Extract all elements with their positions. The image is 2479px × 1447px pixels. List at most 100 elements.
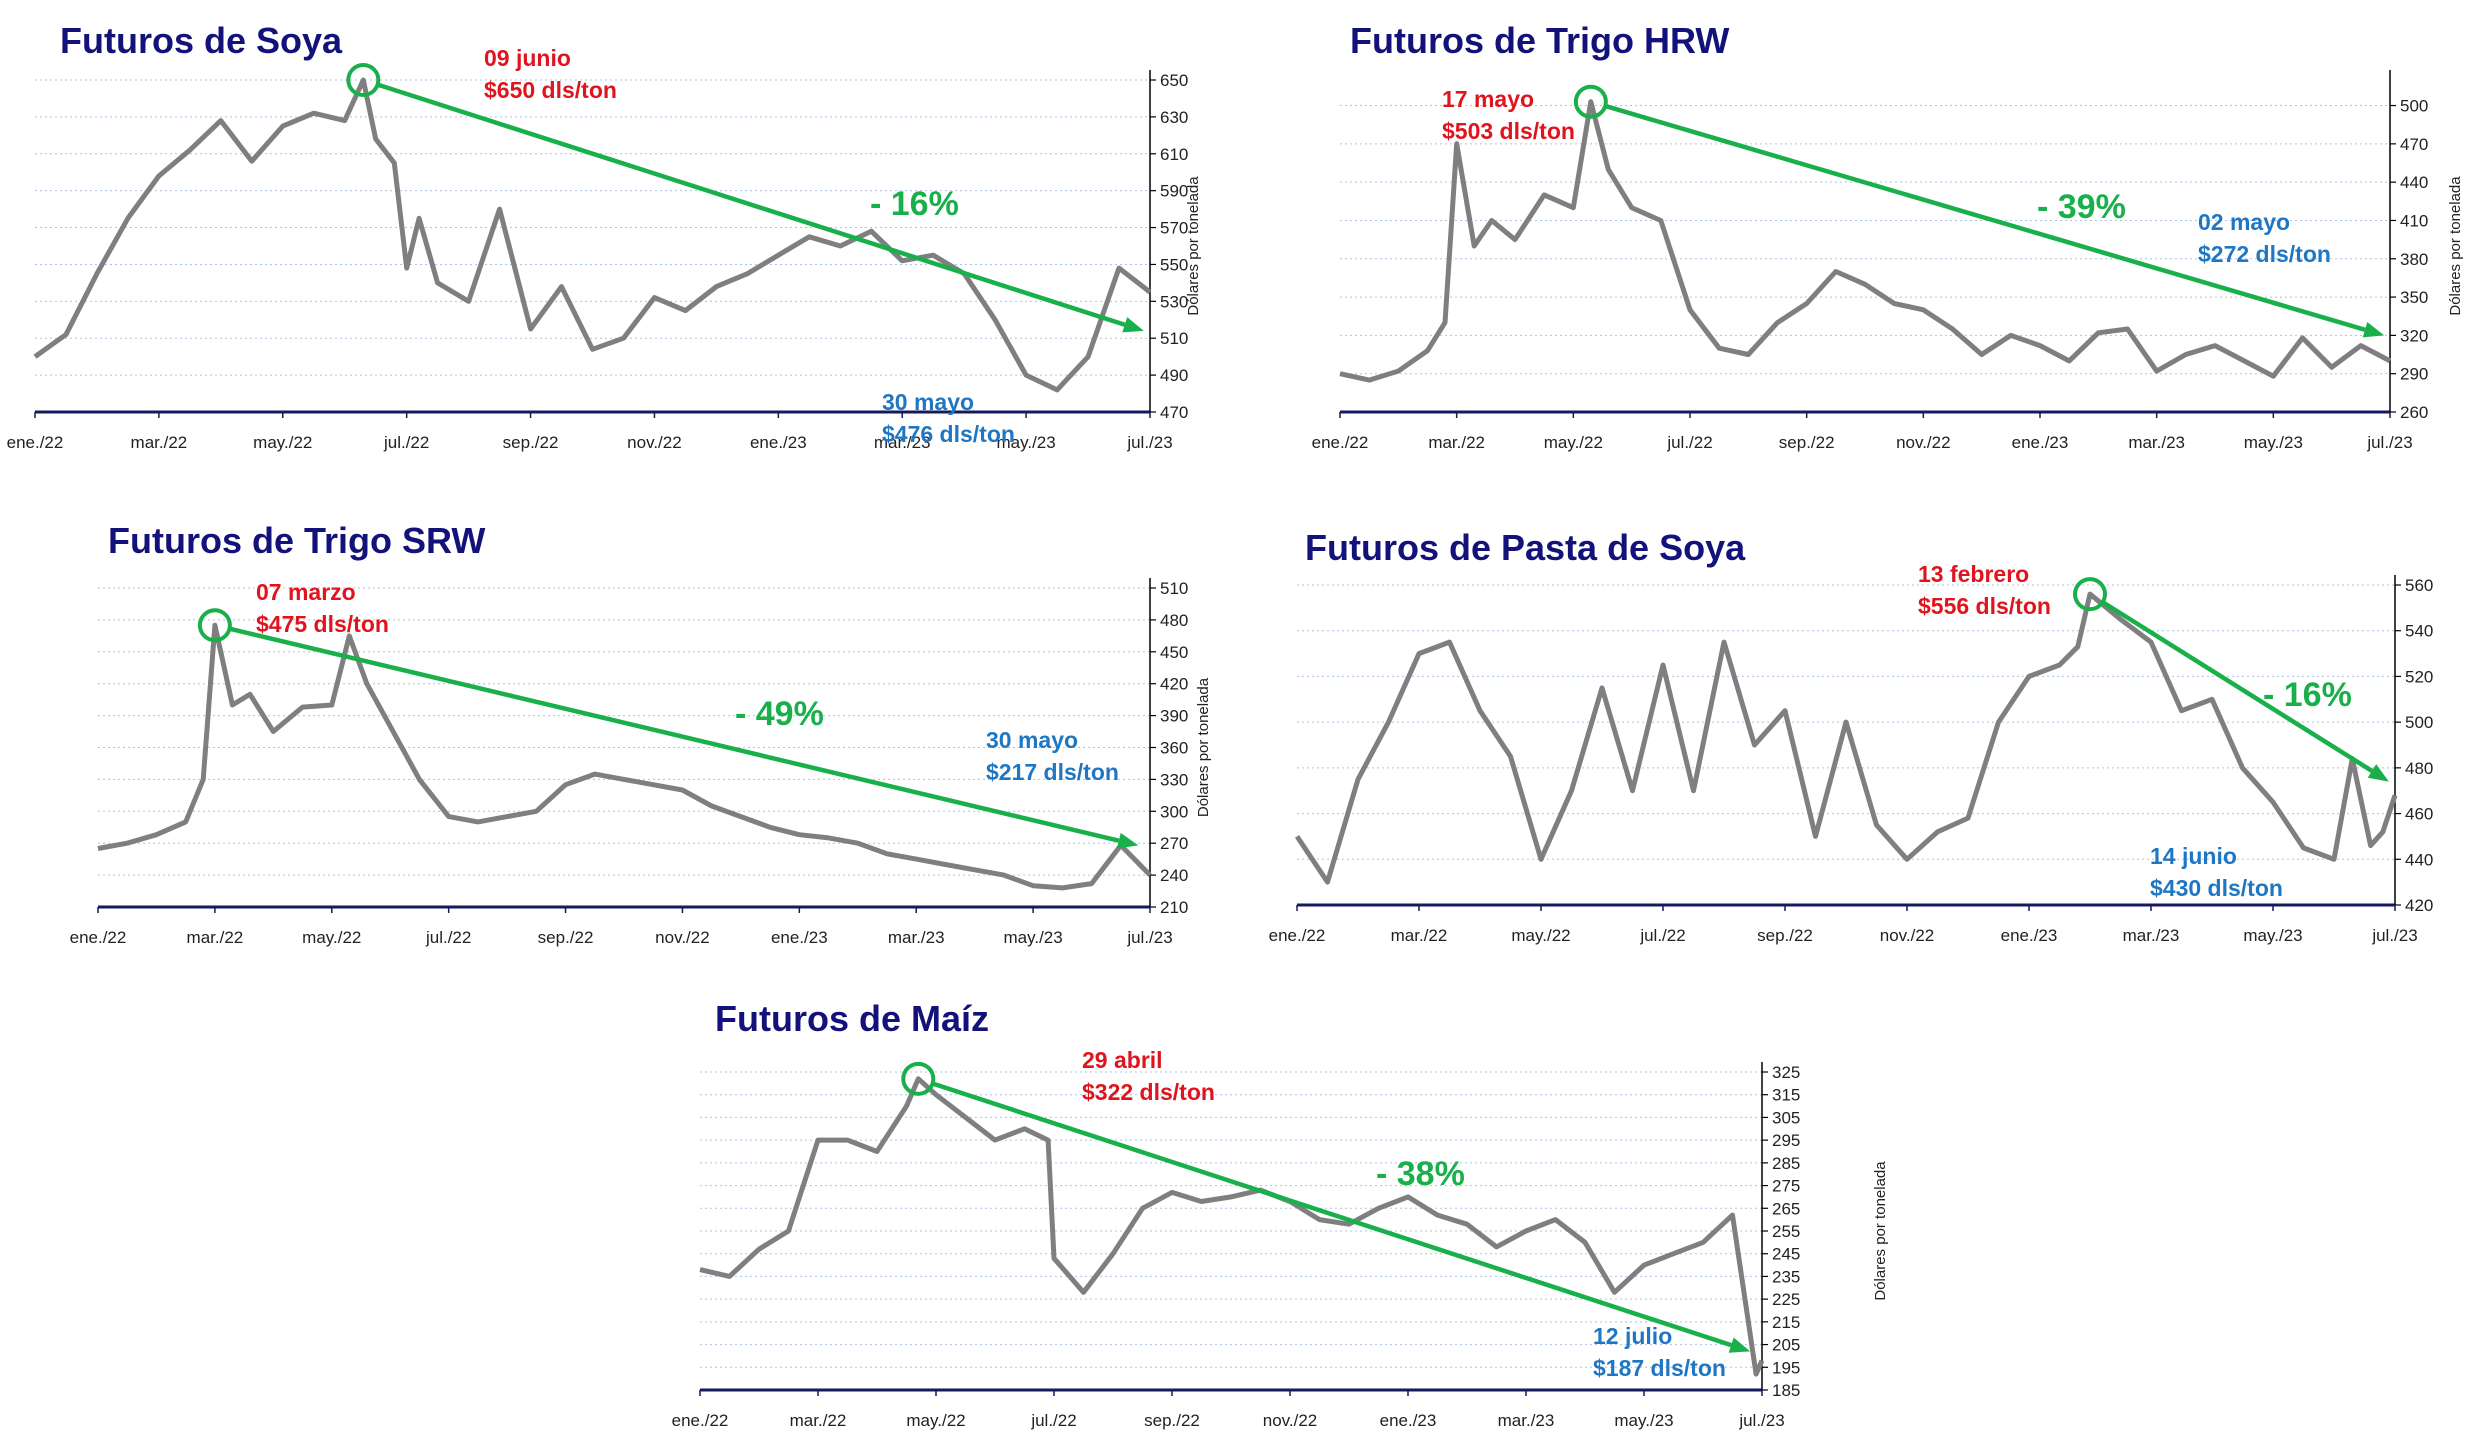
y-tick-label: 290 <box>2400 365 2428 384</box>
x-tick-label: ene./22 <box>7 433 64 452</box>
y-tick-label: 420 <box>1160 675 1188 694</box>
price-series-line <box>1294 591 2398 885</box>
y-tick-label: 380 <box>2400 250 2428 269</box>
x-tick-label: nov./22 <box>655 928 710 947</box>
x-tick-label: nov./22 <box>1896 433 1951 452</box>
y-tick-label: 285 <box>1772 1154 1800 1173</box>
y-tick-label: 510 <box>1160 579 1188 598</box>
y-tick-label: 450 <box>1160 643 1188 662</box>
x-tick-label: jul./22 <box>383 433 429 452</box>
y-tick-label: 315 <box>1772 1086 1800 1105</box>
y-tick-label: 350 <box>2400 288 2428 307</box>
y-tick-label: 245 <box>1772 1245 1800 1264</box>
trend-arrow-head <box>2362 322 2385 338</box>
low-date: 30 mayo <box>882 389 975 415</box>
x-tick-label: ene./22 <box>672 1411 729 1430</box>
x-tick-label: may./22 <box>253 433 312 452</box>
chart-title: Futuros de Pasta de Soya <box>1305 527 1746 568</box>
x-tick-label: may./22 <box>302 928 361 947</box>
peak-date: 07 marzo <box>256 579 356 605</box>
peak-marker <box>197 608 232 643</box>
peak-annotation: 29 abril $322 dls/ton <box>1082 1044 1215 1108</box>
y-tick-label: 510 <box>1160 329 1188 348</box>
x-tick-label: mar./22 <box>131 433 188 452</box>
x-tick-label: jul./23 <box>2371 926 2417 945</box>
peak-date: 29 abril <box>1082 1047 1163 1073</box>
y-tick-label: 460 <box>2405 805 2433 824</box>
y-tick-label: 210 <box>1160 898 1188 917</box>
y-tick-label: 470 <box>2400 135 2428 154</box>
x-tick-label: may./23 <box>2243 926 2302 945</box>
y-tick-label: 240 <box>1160 866 1188 885</box>
chart-maiz-svg: 1851952052152252352452552652752852953053… <box>672 1061 1889 1430</box>
price-series-line <box>699 1076 1765 1377</box>
chart-hrw: 260 290 320 350 380 410 440 470 500 ene./22 mar./2… <box>1260 0 2479 470</box>
x-tick-label: jul./23 <box>1126 928 1172 947</box>
x-tick-label: mar./23 <box>2123 926 2180 945</box>
trend-arrow-head <box>1122 317 1144 333</box>
low-date: 30 mayo <box>986 727 1079 753</box>
x-tick-label: ene./22 <box>70 928 127 947</box>
low-value: $217 dls/ton <box>986 759 1119 785</box>
trend-arrow-head <box>1117 832 1139 849</box>
y-tick-label: 205 <box>1772 1336 1800 1355</box>
y-tick-label: 650 <box>1160 71 1188 90</box>
y-axis-label: Dólares por tonelada <box>1195 677 1212 817</box>
y-tick-label: 540 <box>2405 622 2433 641</box>
y-tick-label: 320 <box>2400 326 2428 345</box>
chart-title: Futuros de Soya <box>60 20 343 61</box>
y-tick-label: 195 <box>1772 1358 1800 1377</box>
x-tick-label: may./23 <box>1004 928 1063 947</box>
trend-arrow-line <box>228 626 1120 843</box>
y-tick-label: 550 <box>1160 255 1188 274</box>
x-tick-label: jul./22 <box>1639 926 1685 945</box>
y-tick-label: 260 <box>2400 403 2428 422</box>
x-tick-label: sep./22 <box>538 928 594 947</box>
x-tick-label: ene./23 <box>750 433 807 452</box>
y-tick-label: 265 <box>1772 1199 1800 1218</box>
peak-annotation: 07 marzo $475 dls/ton <box>256 576 389 640</box>
y-axis-label: Dólares por tonelada <box>1872 1161 1889 1301</box>
peak-value: $556 dls/ton <box>1918 593 2051 619</box>
y-tick-label: 560 <box>2405 576 2433 595</box>
trend-arrow-line <box>2101 600 2374 773</box>
peak-value: $650 dls/ton <box>484 77 617 103</box>
peak-date: 09 junio <box>484 45 571 71</box>
trend-arrow-line <box>376 82 1126 327</box>
y-tick-label: 410 <box>2400 211 2428 230</box>
x-tick-label: mar./22 <box>1391 926 1448 945</box>
y-tick-label: 215 <box>1772 1313 1800 1332</box>
x-tick-label: ene./22 <box>1312 433 1369 452</box>
y-tick-label: 530 <box>1160 292 1188 311</box>
y-tick-label: 440 <box>2400 173 2428 192</box>
peak-value: $322 dls/ton <box>1082 1079 1215 1105</box>
peak-date: 17 mayo <box>1442 86 1535 112</box>
y-tick-label: 500 <box>2400 97 2428 116</box>
y-tick-label: 275 <box>1772 1177 1800 1196</box>
y-tick-label: 255 <box>1772 1222 1800 1241</box>
x-tick-label: may./22 <box>1511 926 1570 945</box>
y-tick-label: 500 <box>2405 713 2433 732</box>
chart-title: Futuros de Maíz <box>715 998 990 1039</box>
x-tick-label: mar./22 <box>1428 433 1485 452</box>
y-tick-label: 325 <box>1772 1063 1800 1082</box>
y-axis-label: Dólares por tonelada <box>2447 176 2464 316</box>
x-tick-label: sep./22 <box>1757 926 1813 945</box>
price-series-line <box>97 622 1152 891</box>
y-tick-label: 480 <box>2405 759 2433 778</box>
change-label: - 38% <box>1376 1155 1465 1193</box>
y-tick-label: 420 <box>2405 896 2433 915</box>
x-tick-label: mar./22 <box>790 1411 847 1430</box>
chart-srw-svg: 210240270300330360390420450480510ene./22… <box>70 578 1212 947</box>
peak-date: 13 febrero <box>1918 561 2030 587</box>
peak-value: $475 dls/ton <box>256 611 389 637</box>
y-tick-label: 270 <box>1160 834 1188 853</box>
trend-arrow-head <box>1728 1337 1751 1353</box>
chart-title: Futuros de Trigo SRW <box>108 520 486 561</box>
trend-arrow-head <box>2367 764 2389 782</box>
